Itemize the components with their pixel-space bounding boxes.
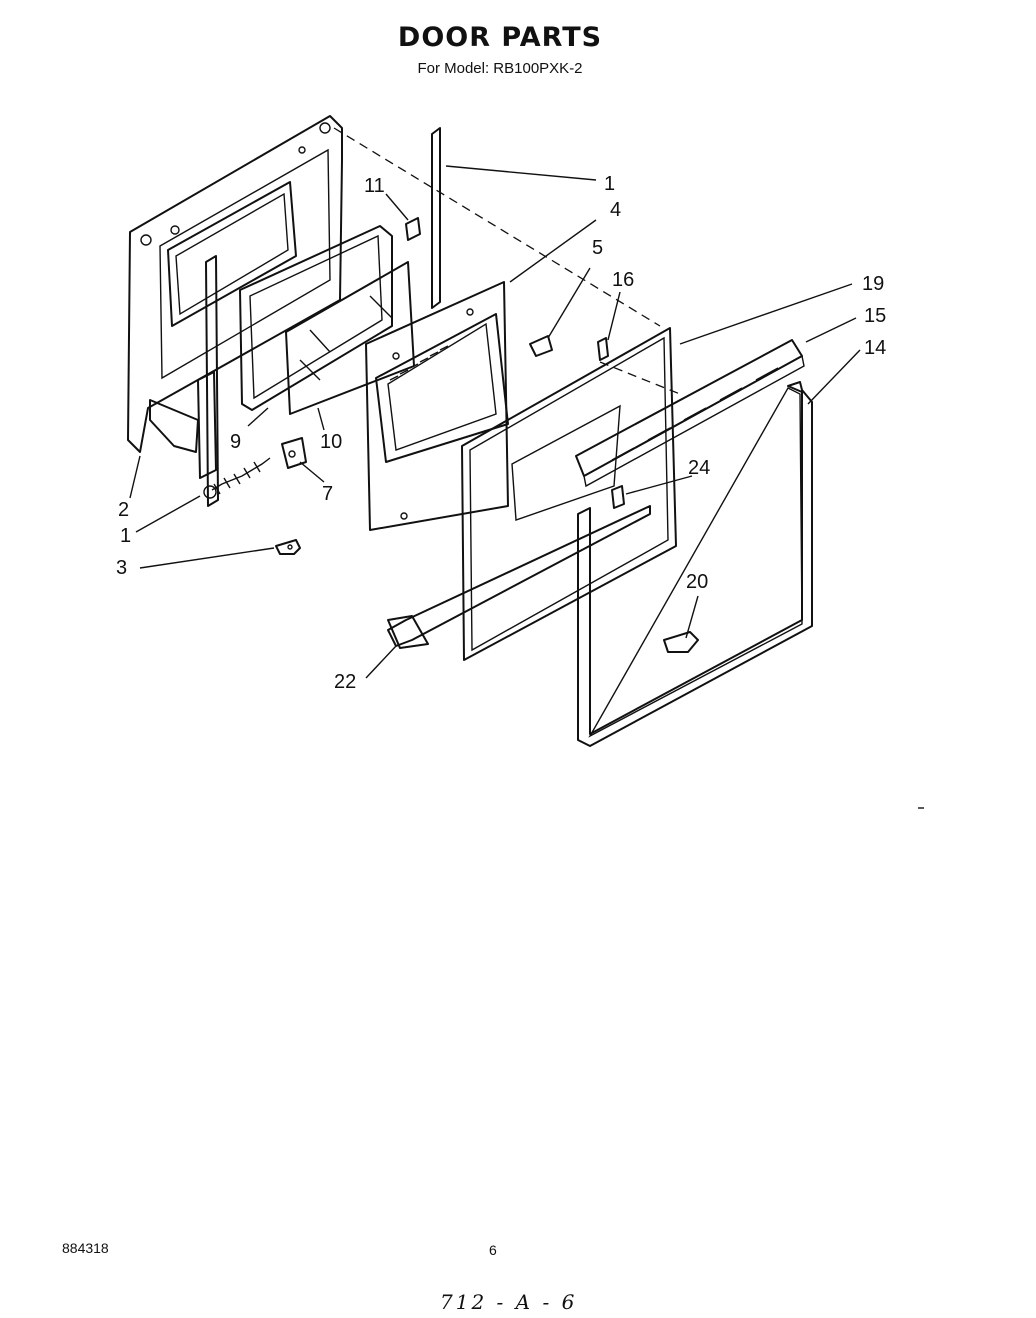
door-stop [275,539,301,555]
glass-clip [597,337,609,361]
callout-label: 7 [322,483,333,505]
callout-label: 1 [120,525,131,547]
callout-label: 1 [604,173,615,195]
middle-door-panel [365,281,509,531]
leader-lines [129,165,861,679]
page-title: DOOR PARTS [397,22,603,53]
page-number: 6 [489,1242,497,1258]
door-latch [405,217,421,241]
outer-door-frame [577,381,813,747]
handle-bracket [611,485,625,509]
callout-label: 10 [320,431,342,453]
latch-bracket [663,631,699,653]
assembly-lines [333,127,681,395]
callout-label: 5 [592,237,603,259]
hinge-bracket [281,437,307,469]
callout-label: 24 [688,457,710,479]
callout-label: 2 [118,499,129,521]
callout-label: 11 [364,175,385,197]
door-gasket [239,225,393,411]
callout-label: 9 [230,431,241,453]
callout-label: 20 [686,571,708,593]
top-vent-trim [575,339,805,488]
callout-labels: 1 11 4 5 16 19 15 14 9 10 7 2 1 3 24 20 … [116,173,886,693]
handwritten-reference: 712 - A - 6 [440,1290,578,1314]
inner-door-panel [127,115,343,453]
document-number: 884318 [62,1240,109,1256]
door-handle [387,505,651,649]
callout-label: 16 [612,269,634,291]
callout-label: 14 [864,337,886,359]
hinge-spring [203,457,271,499]
callout-label: 19 [862,273,884,295]
inner-glass [285,261,415,415]
outer-door-glass [461,327,677,661]
callout-label: 4 [610,199,621,221]
callout-label: 3 [116,557,127,579]
model-subtitle: For Model: RB100PXK-2 [417,60,583,77]
callout-label: 22 [334,671,356,693]
hinge-channel-right [431,127,441,309]
callout-label: 15 [864,305,886,327]
mounting-clip [529,335,553,357]
hinge-channel-left [149,255,219,507]
